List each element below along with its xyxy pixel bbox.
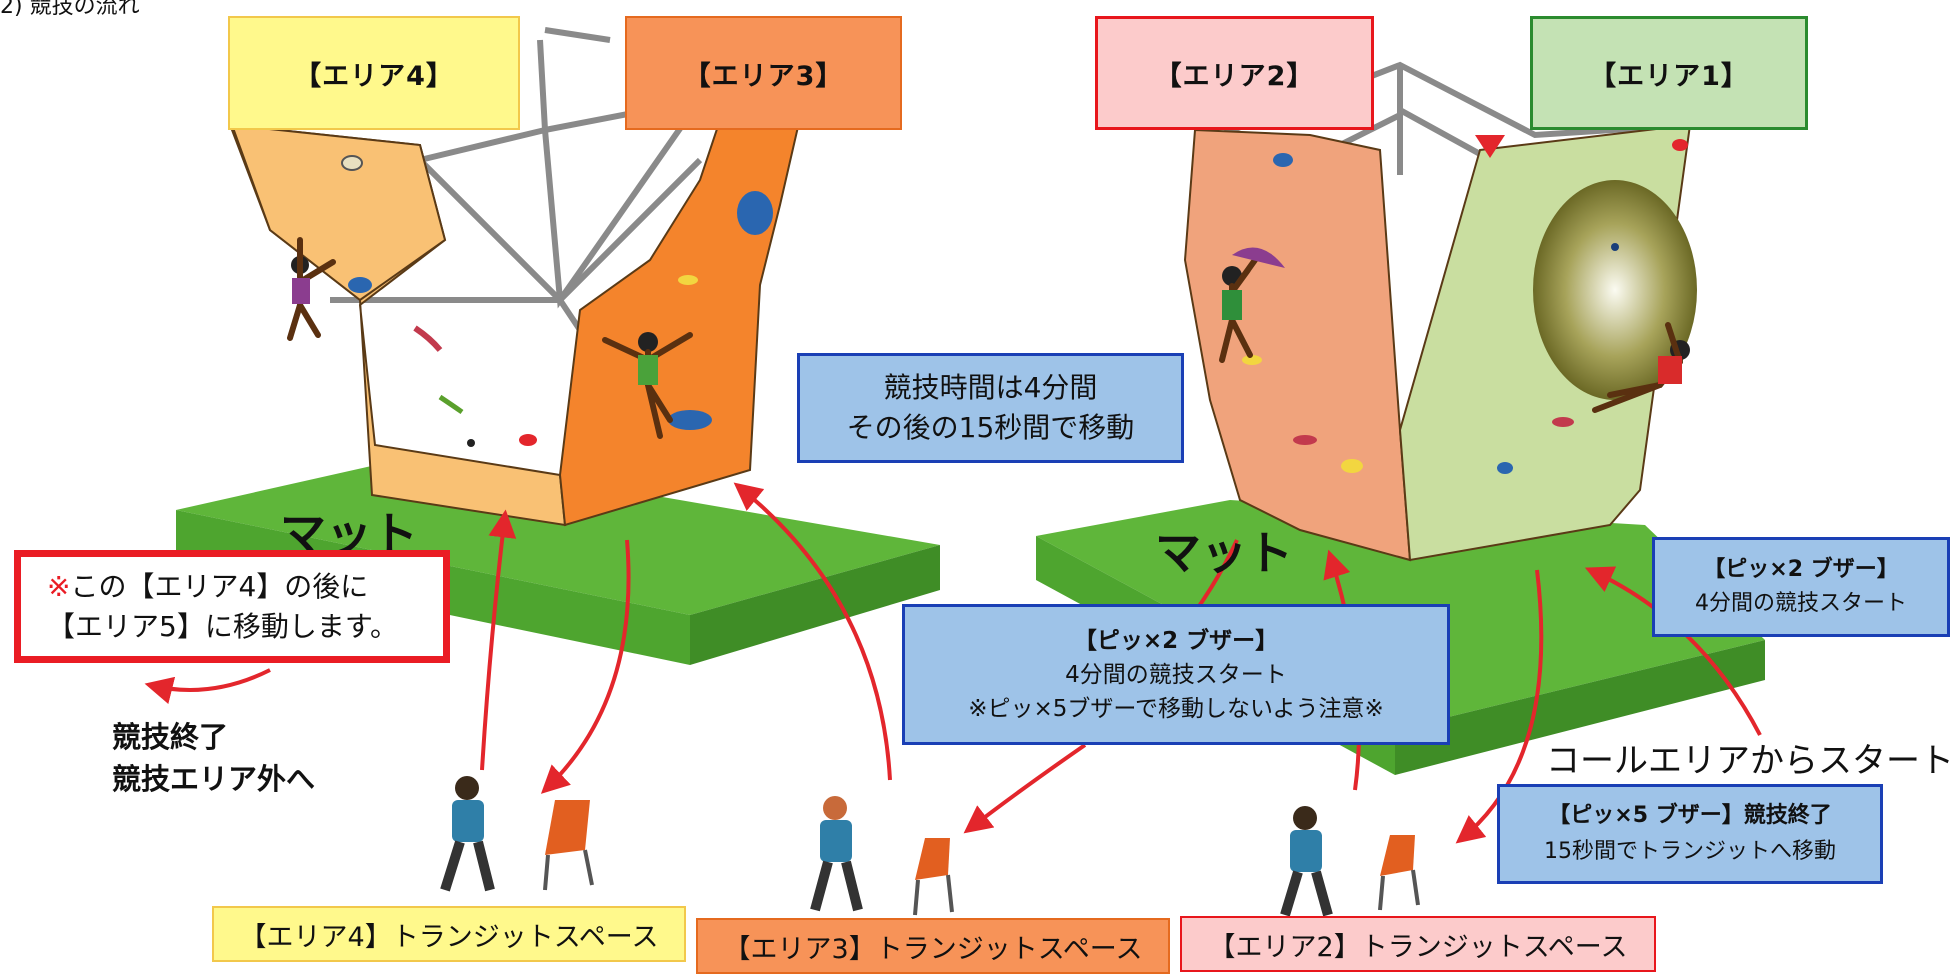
competition-time-note: 競技時間は4分間 その後の15秒間で移動: [797, 353, 1184, 463]
buzzer-2-title-center: 【ピッ×2 ブザー】: [1073, 627, 1279, 654]
area-5-move-text1: この【エリア4】の後に: [70, 569, 369, 603]
climbers: [287, 237, 1690, 439]
climber-area1: [1592, 322, 1690, 413]
volume-hold: [1533, 180, 1697, 400]
buzzer-5-end-note: 【ピッ×5 ブザー】競技終了 15秒間でトランジットへ移動: [1497, 784, 1883, 884]
climber-area3: [602, 332, 693, 439]
seat-area4: [440, 776, 594, 892]
buzzer-5-end-line1: 【ピッ×5 ブザー】競技終了: [1548, 803, 1832, 828]
competition-time-line1: 競技時間は4分間: [883, 371, 1098, 404]
call-area-start-label: コールエリアからスタート: [1546, 741, 1950, 781]
area-1-label: 【エリア1】: [1530, 16, 1808, 130]
area-5-move-note: ※この【エリア4】の後に 【エリア5】に移動します。: [14, 550, 450, 663]
arrow-transit4-to-area4: [480, 509, 517, 771]
seat-area2: [1280, 806, 1420, 917]
buzzer-2-start-note-center: 【ピッ×2 ブザー】 4分間の競技スタート ※ピッ×5ブザーで移動しないよう注意…: [902, 604, 1450, 745]
area-3-label: 【エリア3】: [625, 16, 902, 130]
mat-label-right: マット: [1155, 526, 1293, 580]
wall-area1: [1398, 123, 1697, 562]
buzzer-2-start-note-right: 【ピッ×2 ブザー】 4分間の競技スタート: [1652, 537, 1950, 637]
wall-area2: [1183, 128, 1412, 562]
area-2-label: 【エリア2】: [1095, 16, 1374, 130]
area-5-move-line1: ※この【エリア4】の後に: [47, 567, 368, 607]
buzzer-5-end-line2: 15秒間でトランジットへ移動: [1544, 839, 1836, 864]
buzzer-2-start-center: 4分間の競技スタート: [1065, 661, 1287, 688]
seat-area3: [810, 796, 954, 916]
transit-space-area3: 【エリア3】トランジットスペース: [696, 918, 1170, 974]
buzzer-2-title-right: 【ピッ×2 ブザー】: [1703, 557, 1899, 582]
buzzer-2-start-right: 4分間の競技スタート: [1695, 591, 1907, 616]
area-4-label: 【エリア4】: [228, 16, 520, 130]
competition-time-line2: その後の15秒間で移動: [846, 411, 1135, 444]
arrow-area1-to-transit2: [1455, 569, 1544, 844]
transit-seats: [440, 776, 1420, 917]
area-5-move-line2: 【エリア5】に移動します。: [47, 609, 399, 643]
climbing-holds: [341, 139, 1688, 474]
arrow-area3-to-transit4: [540, 539, 631, 794]
finish-note: 競技終了 競技エリア外へ: [112, 716, 315, 800]
climber-area4: [287, 237, 336, 341]
finish-line1: 競技終了: [112, 720, 229, 754]
arrow-transit3-to-area3: [733, 482, 892, 781]
finish-line2: 競技エリア外へ: [112, 762, 316, 796]
wall-area4: [230, 123, 567, 527]
step-title: 2) 競技の流れ: [0, 0, 140, 19]
transit-space-area2: 【エリア2】トランジットスペース: [1180, 916, 1656, 972]
arrow-exit: [144, 668, 271, 705]
climber-area2: [1219, 247, 1285, 363]
reference-mark: ※: [47, 569, 71, 603]
buzzer-5-caution: ※ピッ×5ブザーで移動しないよう注意※: [968, 695, 1384, 722]
arrow-area2-to-transit3: [963, 743, 1087, 834]
transit-space-area4: 【エリア4】トランジットスペース: [212, 906, 686, 962]
top-marker-icon: [1475, 135, 1505, 158]
